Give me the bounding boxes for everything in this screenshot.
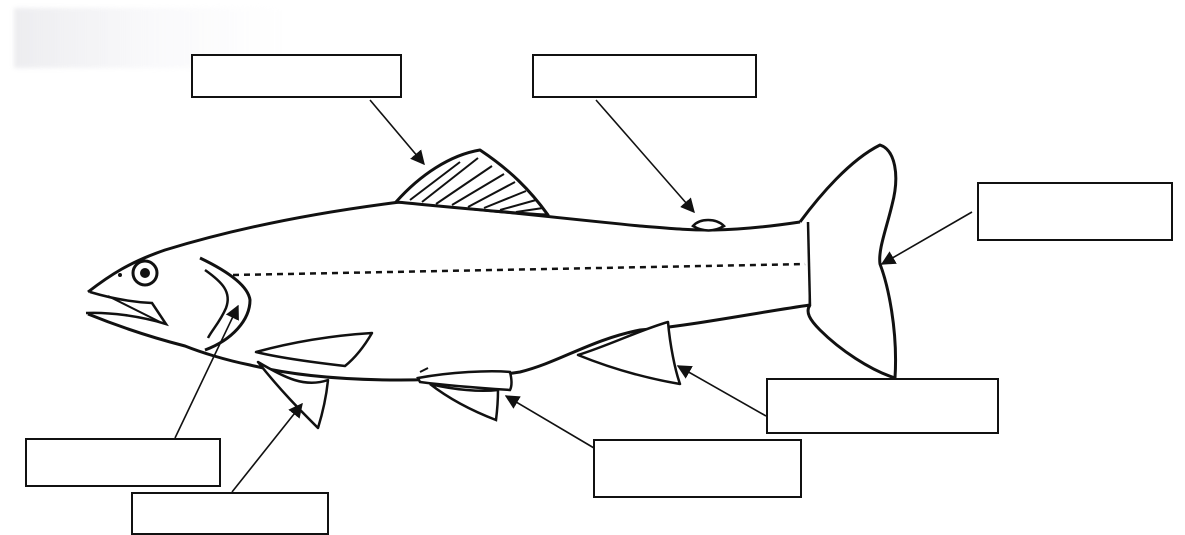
- leader-adipose-fin: [595, 99, 695, 214]
- leader-dorsal-fin: [369, 99, 425, 166]
- peduncle-line: [806, 221, 812, 307]
- leader-caudal-fin: [880, 211, 973, 265]
- gill-cover-outline: [199, 256, 252, 352]
- leader-vent-fin: [504, 395, 595, 449]
- label-box-caudal-fin[interactable]: [977, 182, 1173, 241]
- vent-mark: [419, 367, 429, 373]
- caudal-fin: [798, 143, 898, 380]
- anal-fin-rear: [576, 320, 682, 386]
- fish-nostril: [118, 273, 122, 277]
- fish-eye-inner: [140, 268, 150, 278]
- fish-jaw-line: [107, 295, 161, 323]
- gill-cover-inner: [204, 268, 229, 339]
- label-box-pectoral-fin[interactable]: [131, 492, 329, 535]
- dorsal-fin: [394, 148, 550, 217]
- label-box-dorsal-fin[interactable]: [191, 54, 402, 98]
- label-box-pelvic-fin[interactable]: [593, 439, 802, 498]
- adipose-fin: [691, 218, 727, 232]
- pelvic-fin: [256, 360, 330, 430]
- lateral-line: [232, 262, 809, 277]
- vent-fin: [416, 370, 513, 392]
- label-box-gill-cover[interactable]: [25, 438, 221, 487]
- dorsal-fin-rays: [409, 157, 544, 213]
- fish-body: [87, 200, 812, 382]
- fish-eye-outer: [131, 259, 159, 287]
- pectoral-fin: [254, 331, 374, 368]
- label-box-anal-fin[interactable]: [766, 378, 999, 434]
- leader-gill-cover: [174, 304, 239, 439]
- leader-anal-fin: [676, 365, 767, 417]
- anal-fin-lower: [429, 382, 500, 422]
- label-box-adipose-fin[interactable]: [532, 54, 757, 98]
- leader-pelvic-fin: [231, 402, 303, 493]
